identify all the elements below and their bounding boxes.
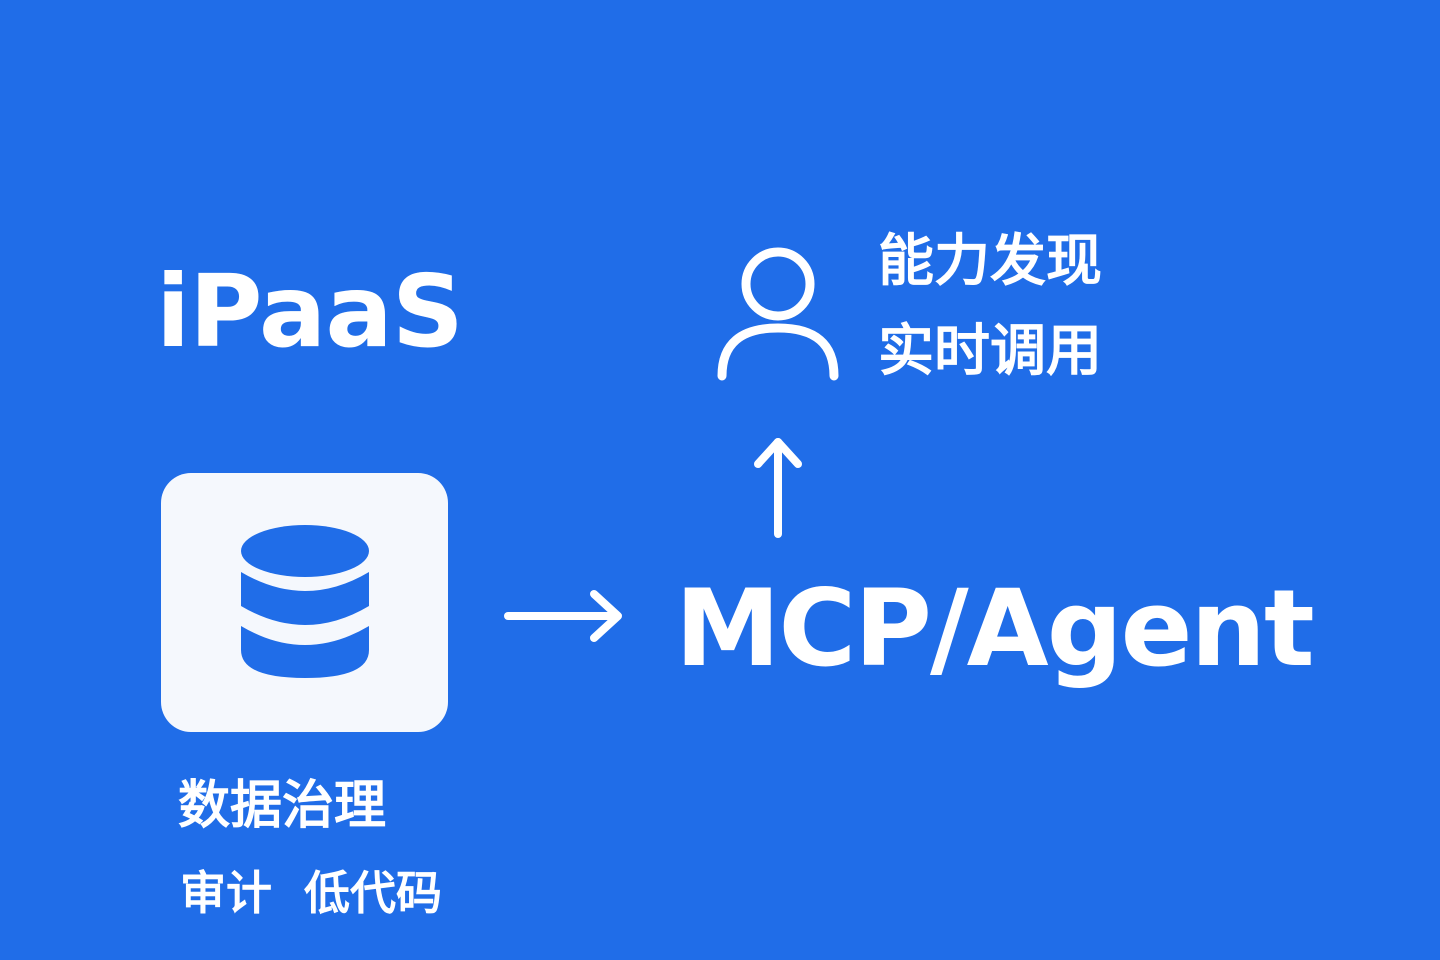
database-middle-band: [241, 572, 369, 625]
mcp-agent-label: MCP/Agent: [675, 567, 1315, 690]
database-top-disk: [241, 525, 369, 577]
user-body: [717, 323, 839, 381]
user-icon: [717, 247, 839, 381]
arrow-up-icon: [754, 438, 802, 538]
ipaas-title: iPaaS: [156, 253, 464, 370]
data-governance-label: 数据治理: [178, 776, 387, 836]
capability-discovery-label: 能力发现: [878, 229, 1102, 294]
user-head: [741, 247, 815, 321]
arrow-up-head: [754, 438, 802, 468]
database-bottom-band: [241, 626, 369, 678]
low-code-label: 低代码: [304, 866, 442, 920]
realtime-invocation-label: 实时调用: [878, 319, 1102, 384]
arrow-right-head: [590, 590, 622, 642]
database-icon: [241, 525, 369, 678]
sub-caption-row: 审计低代码: [180, 870, 442, 916]
audit-label: 审计: [180, 866, 272, 920]
arrow-right-icon: [504, 590, 622, 642]
